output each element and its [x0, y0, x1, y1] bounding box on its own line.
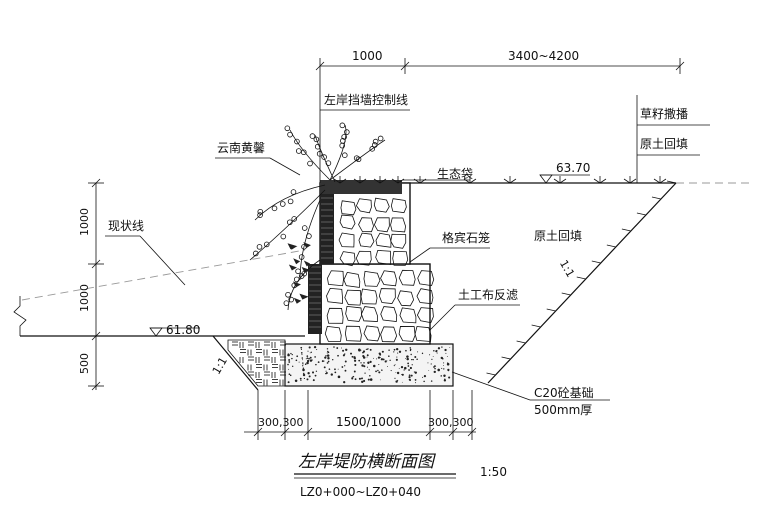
dim-top-right: 3400~4200 — [508, 49, 579, 63]
table-row1: 草籽撒播 — [640, 106, 688, 121]
label-foundation-1: C20砼基础 — [534, 386, 594, 400]
left-fill-block — [227, 339, 286, 387]
label-slope-right: 1:1 — [557, 258, 577, 280]
top-dimension: 1000 3400~4200 — [315, 49, 685, 183]
gabion-upper — [319, 182, 411, 265]
bottom-dimension: 300,300 1500/1000 300,300 — [244, 390, 477, 440]
left-dimension: 1000 1000 500 — [78, 178, 104, 391]
dim-bottom-middle: 1500/1000 — [336, 415, 401, 429]
label-slope-left: 1:1 — [210, 355, 230, 377]
left-toe-slope — [212, 335, 259, 391]
grass-tufts — [333, 176, 667, 184]
elevation-top-marker: 63.70 — [539, 161, 590, 184]
break-symbol — [13, 296, 27, 336]
eco-bag-column-lower — [308, 264, 322, 334]
existing-ground-line — [21, 249, 306, 301]
eco-bag-column-upper — [320, 183, 334, 264]
label-plant: 云南黄馨 — [217, 140, 265, 155]
label-geotextile: 土工布反滤 — [458, 288, 518, 302]
drawing-title: 左岸堤防横断面图 — [298, 452, 436, 472]
dim-left-middle: 1000 — [78, 284, 91, 312]
label-control-line: 左岸挡墙控制线 — [324, 92, 408, 107]
table-row2: 原土回填 — [640, 137, 688, 151]
label-gabion: 格宾石笼 — [442, 230, 490, 245]
label-backfill: 原土回填 — [534, 229, 582, 243]
material-table: 草籽撒播 原土回填 — [636, 95, 710, 183]
excavation-slope — [487, 182, 677, 384]
dim-left-upper: 1000 — [78, 208, 91, 236]
gabion-stones — [324, 197, 435, 343]
elevation-bottom-marker: 61.80 — [149, 323, 200, 337]
dim-bottom-right: 300,300 — [428, 416, 474, 429]
dim-left-lower: 500 — [78, 353, 91, 374]
dim-top-left: 1000 — [352, 49, 383, 63]
plant-yunnan-jasmine — [249, 122, 386, 311]
label-foundation-2: 500mm厚 — [534, 403, 592, 417]
slope-hatch — [486, 180, 677, 376]
drawing-station-range: LZ0+000~LZ0+040 — [300, 485, 421, 499]
dim-bottom-left: 300,300 — [258, 416, 304, 429]
label-existing-line: 现状线 — [108, 219, 144, 233]
label-eco-bag: 生态袋 — [437, 167, 473, 181]
top-eco-strip — [320, 180, 402, 194]
drawing-scale: 1:50 — [480, 465, 507, 479]
elevation-top: 63.70 — [556, 161, 590, 175]
concrete-dots — [287, 345, 451, 384]
elevation-bottom: 61.80 — [166, 323, 200, 337]
